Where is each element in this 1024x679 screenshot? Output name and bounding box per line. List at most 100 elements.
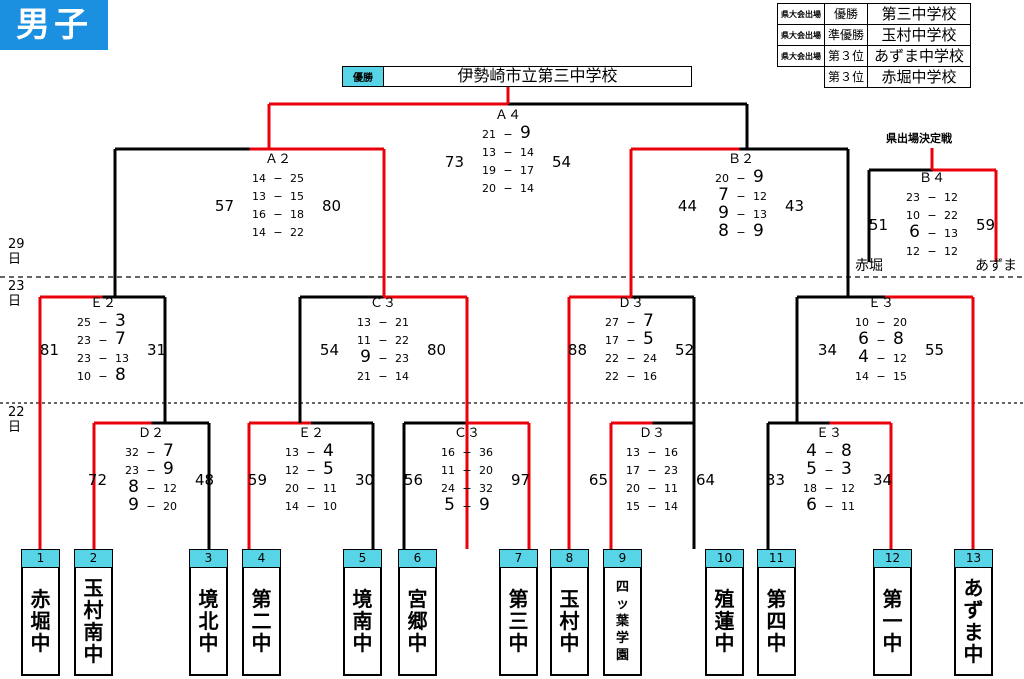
period-score-left: 23 — [77, 352, 91, 365]
period-score-right: 18 — [290, 208, 304, 221]
day-label-22: 22 日 — [8, 405, 28, 435]
court-label: Ｄ３ — [618, 296, 644, 311]
period-dash: − — [626, 370, 635, 383]
place-label: 第３位 — [823, 66, 869, 88]
period-dash: − — [876, 370, 885, 383]
team-name: 境北中 — [189, 568, 228, 676]
period-score-right: 9 — [753, 221, 764, 241]
court-label: Ｅ３ — [868, 296, 894, 311]
period-score-left: 17 — [605, 334, 619, 347]
team-name: 玉村中 — [550, 568, 589, 676]
team-number: 3 — [189, 549, 228, 568]
period-dash: − — [647, 446, 656, 459]
period-score-right: 13 — [944, 227, 958, 240]
period-score-left: 14 — [285, 500, 299, 513]
team-number: 8 — [550, 549, 589, 568]
period-score-left: 9 — [128, 495, 139, 515]
period-score-left: 20 — [626, 482, 640, 495]
period-score-right: 22 — [944, 209, 958, 222]
total-score-right: 52 — [675, 341, 694, 359]
period-score-left: 20 — [715, 172, 729, 185]
period-score-right: 3 — [115, 311, 126, 331]
page-title: 男子 — [0, 0, 108, 50]
period-score-right: 8 — [115, 365, 126, 385]
period-score-right: 12 — [944, 245, 958, 258]
total-score-left: 56 — [404, 471, 423, 489]
period-score-left: 6 — [858, 329, 869, 349]
total-score-left: 65 — [589, 471, 608, 489]
period-score-left: 21 — [482, 128, 496, 141]
team-number: 9 — [603, 549, 642, 568]
period-score-right: 14 — [664, 500, 678, 513]
period-dash: − — [876, 316, 885, 329]
period-score-right: 16 — [664, 446, 678, 459]
team-name: 第三中 — [499, 568, 538, 676]
period-score-right: 23 — [664, 464, 678, 477]
period-score-right: 22 — [395, 334, 409, 347]
period-dash: − — [503, 128, 512, 141]
period-dash: − — [378, 352, 387, 365]
period-dash: − — [824, 464, 833, 477]
total-score-left: 81 — [40, 341, 59, 359]
period-dash: − — [306, 482, 315, 495]
period-score-right: 16 — [643, 370, 657, 383]
team-name: 第二中 — [242, 568, 281, 676]
period-score-right: 32 — [479, 482, 493, 495]
period-score-right: 17 — [520, 164, 534, 177]
period-dash: − — [98, 370, 107, 383]
period-score-left: 23 — [77, 334, 91, 347]
team-name: 赤堀中 — [21, 568, 60, 676]
total-score-left: 88 — [568, 341, 587, 359]
place-label: 第３位 — [823, 45, 869, 67]
period-dash: − — [503, 146, 512, 159]
total-score-right: 80 — [322, 197, 341, 215]
period-score-right: 7 — [643, 311, 654, 331]
champion-label: 優勝 — [343, 67, 384, 86]
period-dash: − — [647, 500, 656, 513]
team-name: 四ッ葉学園 — [603, 568, 642, 676]
period-score-left: 11 — [441, 464, 455, 477]
total-score-left: 33 — [766, 471, 785, 489]
period-score-right: 12 — [163, 482, 177, 495]
period-score-right: 24 — [643, 352, 657, 365]
team-name: 宮郷中 — [398, 568, 437, 676]
total-score-right: 31 — [147, 341, 166, 359]
total-score-right: 59 — [976, 216, 995, 234]
period-score-left: 18 — [803, 482, 817, 495]
court-label: Ｃ３ — [454, 426, 480, 441]
period-score-left: 16 — [252, 208, 266, 221]
period-dash: − — [927, 245, 936, 258]
period-score-right: 11 — [664, 482, 678, 495]
team-name: 境南中 — [343, 568, 382, 676]
period-dash: − — [927, 227, 936, 240]
court-label: Ｄ２ — [138, 426, 164, 441]
team-number: 13 — [954, 549, 993, 568]
results-row: 県大会出場 第３位 あずま中学校 — [777, 45, 972, 67]
day-label-23: 23 日 — [8, 279, 28, 309]
period-score-left: 21 — [357, 370, 371, 383]
period-score-left: 13 — [357, 316, 371, 329]
court-label: Ｅ３ — [816, 426, 842, 441]
period-dash: − — [462, 446, 471, 459]
period-score-left: 23 — [125, 464, 139, 477]
period-score-left: 24 — [441, 482, 455, 495]
period-score-right: 8 — [893, 329, 904, 349]
period-score-left: 23 — [906, 191, 920, 204]
period-score-left: 12 — [285, 464, 299, 477]
court-label: Ｅ２ — [90, 296, 116, 311]
day-label-29: 29 日 — [8, 237, 28, 267]
champion-school: 伊勢崎市立第三中学校 — [457, 66, 618, 85]
period-dash: − — [306, 446, 315, 459]
total-score-right: 64 — [696, 471, 715, 489]
team-short-right: あずま — [975, 258, 1017, 274]
team-name: 第一中 — [873, 568, 912, 676]
day-text: 22 日 — [8, 405, 25, 435]
period-score-right: 14 — [520, 146, 534, 159]
period-score-left: 5 — [444, 495, 455, 515]
period-score-left: 17 — [626, 464, 640, 477]
team-name: 第四中 — [757, 568, 796, 676]
